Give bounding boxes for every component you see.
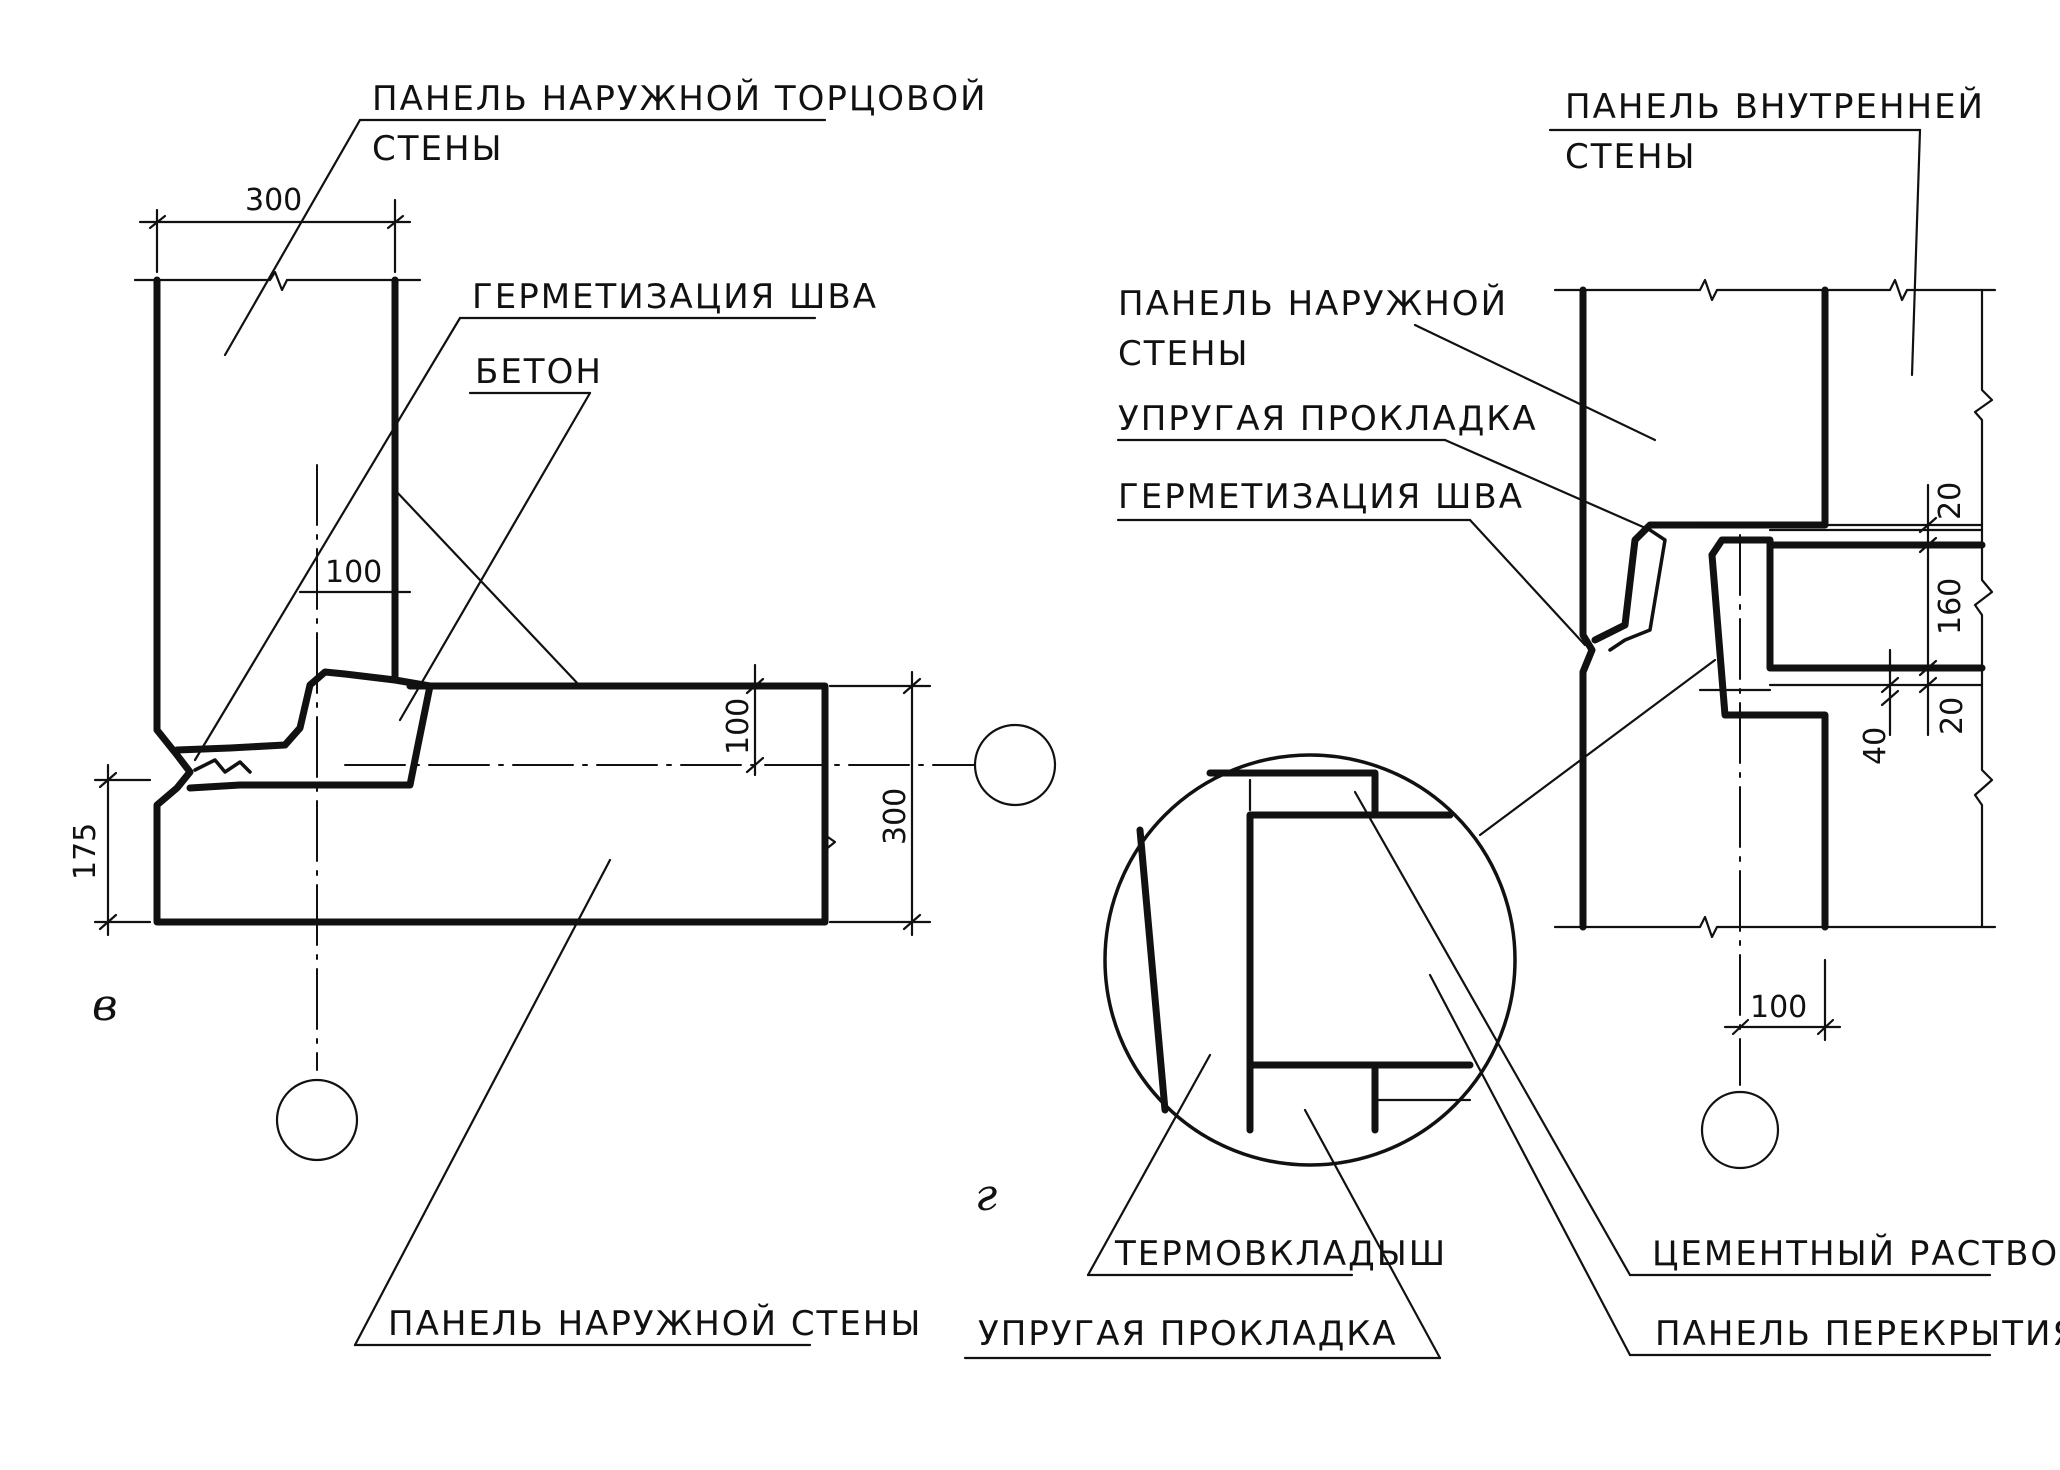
label-outer-wall-panel-g-line2: СТЕНЫ [1118,334,1250,374]
axis-marker-g [1700,1090,1780,1170]
label-inner-wall-panel-line2: СТЕНЫ [1565,137,1697,177]
label-thermal-insert: ТЕРМОВКЛАДЫШ [1114,1234,1447,1274]
label-inner-wall-panel-line1: ПАНЕЛЬ ВНУТРЕННЕЙ [1565,86,1985,127]
mortar-strip [1698,523,1984,692]
axis-marker-v-bottom [275,1078,359,1162]
magnified-gasket [1248,778,1472,1102]
inner-wall-panel-edge-top [1591,286,1829,644]
break-line-bottom-g [1553,915,1997,939]
detail-letter-v: в [92,980,118,1031]
dim-total-height: 300 [878,788,913,845]
magnifier-circle [1103,753,1517,1167]
dim-slab-thickness: 160 [1933,578,1968,635]
seal-groove [193,758,252,774]
label-end-wall-panel-line1: ПАНЕЛЬ НАРУЖНОЙ ТОРЦОВОЙ [372,78,988,119]
magnified-wall-edge [1136,826,1169,1114]
detail-v: 300 ПАНЕЛЬ НАРУЖНОЙ ТОРЦОВОЙ СТЕНЫ ГЕРМЕ… [68,78,1057,1347]
detail-letter-g: г [975,1170,997,1221]
break-line-right-g [1973,288,1994,929]
dim-bottom-gap: 20 [1935,697,1970,735]
label-joint-sealing-v: ГЕРМЕТИЗАЦИЯ ШВА [472,277,878,317]
dim-offset-v: 100 [325,555,382,590]
label-floor-slab-panel: ПАНЕЛЬ ПЕРЕКРЫТИЯ [1655,1314,2060,1354]
dim-top-gap: 20 [1933,482,1968,520]
label-concrete: БЕТОН [475,352,603,392]
magnified-slab [1206,769,1474,1134]
dim-bottom-height: 175 [68,823,103,880]
break-line-top [133,270,422,292]
detail-g: 100 20 160 20 40 ПАНЕЛЬ ВНУТРЕННЕЙ СТЕНЫ… [963,86,2060,1360]
label-elastic-gasket-g: УПРУГАЯ ПРОКЛАДКА [1118,399,1538,439]
dim-axis-offset-g: 100 [1750,990,1807,1025]
label-end-wall-panel-line2: СТЕНЫ [372,129,504,169]
label-outer-wall-panel-g-line1: ПАНЕЛЬ НАРУЖНОЙ [1118,283,1508,324]
label-cement-mortar: ЦЕМЕНТНЫЙ РАСТВОР [1652,1233,2060,1274]
inner-wall-panel-edge-bottom [1708,551,1829,931]
outer-wall-panel-edge [1579,286,1596,931]
concrete-fill-outline [173,668,434,792]
label-elastic-gasket-bottom: УПРУГАЯ ПРОКЛАДКА [978,1314,1398,1354]
break-line-top-g [1553,278,1997,302]
dim-panel-width: 300 [245,183,302,218]
end-wall-panel-outline [153,276,829,926]
slab-outline [1708,536,1986,672]
label-joint-sealing-g: ГЕРМЕТИЗАЦИЯ ШВА [1118,477,1524,517]
dim-notch: 100 [721,698,756,755]
elastic-gasket-shape [1608,528,1667,652]
label-outer-wall-panel-v: ПАНЕЛЬ НАРУЖНОЙ СТЕНЫ [388,1303,922,1344]
axis-marker-v-right [973,723,1057,807]
dim-offset-g: 40 [1858,727,1893,765]
